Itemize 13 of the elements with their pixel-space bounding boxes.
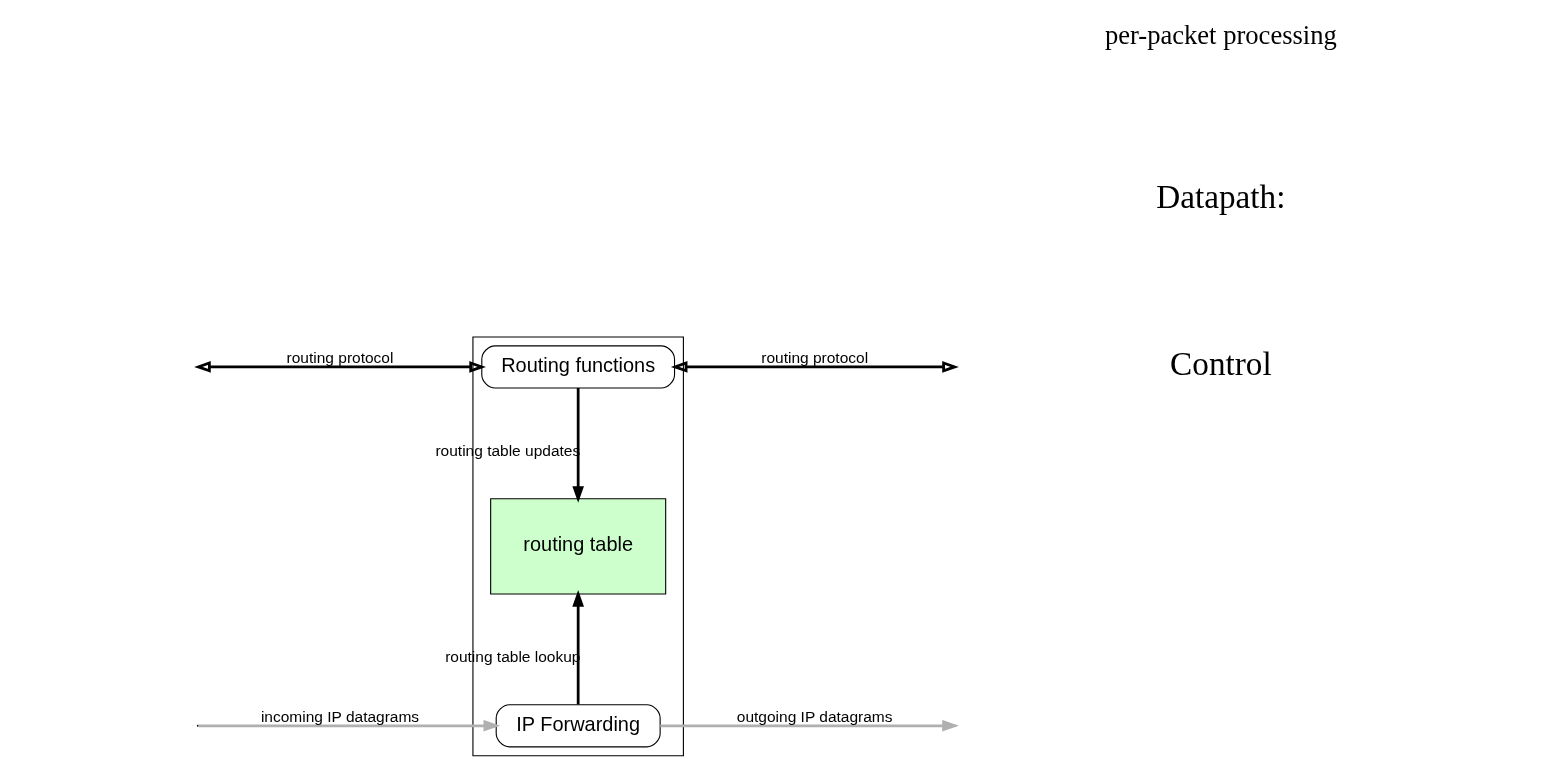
label: Control xyxy=(1170,345,1272,383)
arrow xyxy=(572,590,584,705)
label: Datapath: xyxy=(1156,177,1286,215)
edge-label: outgoing IP datagrams xyxy=(736,707,893,725)
node-box: Routing functions xyxy=(481,345,676,389)
label: per-packet processing xyxy=(1104,19,1337,50)
edge-label: routing protocol xyxy=(761,348,869,366)
arrow xyxy=(572,388,584,503)
arrow xyxy=(198,719,501,732)
edge-label: routing protocol xyxy=(286,348,394,366)
node-box: IP Forwarding xyxy=(495,704,661,748)
edge-label: incoming IP datagrams xyxy=(260,707,420,725)
node-box: routing table xyxy=(490,498,667,595)
